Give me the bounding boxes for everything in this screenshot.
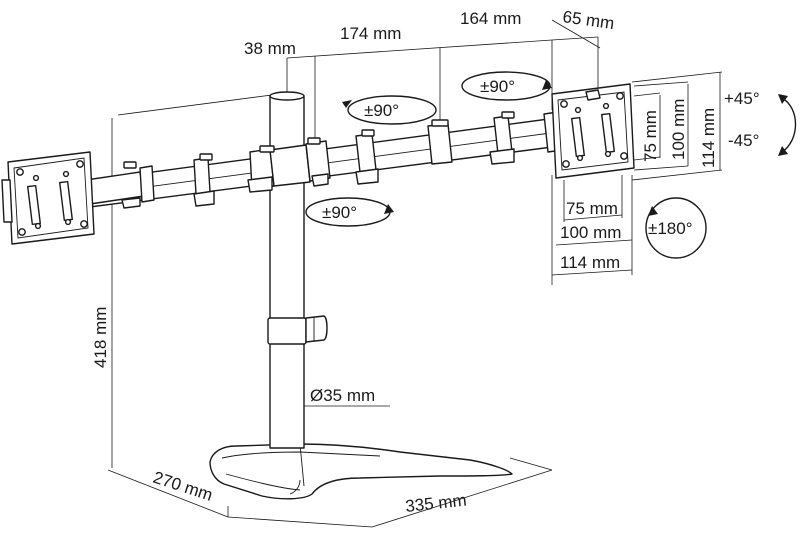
rotation-arrows — [305, 71, 797, 259]
label-vesa-h-75: 75 mm — [566, 199, 618, 218]
labels: 38 mm 174 mm 164 mm 65 mm ±90° ±90° ±90°… — [91, 7, 760, 516]
vesa-plate-right — [551, 83, 635, 179]
label-tilt-down: -45° — [728, 131, 759, 150]
label-swivel-lower: ±90° — [322, 203, 357, 222]
label-arm-seg-d: 65 mm — [561, 7, 615, 33]
label-vesa-v-114: 114 mm — [699, 108, 718, 168]
label-pole-diameter: Ø35 mm — [310, 386, 375, 405]
crossbar-arm — [77, 111, 563, 209]
label-vesa-v-100: 100 mm — [669, 99, 688, 160]
vesa-plate-left — [1, 151, 95, 245]
label-arm-seg-c: 164 mm — [460, 9, 521, 28]
label-vesa-h-100: 100 mm — [560, 223, 621, 242]
label-vesa-h-114: 114 mm — [560, 253, 620, 272]
label-arm-seg-b: 174 mm — [340, 24, 401, 43]
label-arm-seg-a: 38 mm — [244, 39, 296, 58]
label-swivel-top: ±90° — [364, 101, 399, 120]
label-rotate: ±180° — [648, 219, 693, 238]
dimension-lines — [107, 19, 723, 528]
label-swivel-right: ±90° — [480, 77, 515, 96]
label-vesa-v-75: 75 mm — [641, 110, 660, 162]
label-tilt-up: +45° — [724, 89, 760, 108]
label-pole-height: 418 mm — [91, 307, 110, 368]
label-base-width: 335 mm — [404, 491, 467, 516]
stand-base — [209, 443, 513, 500]
